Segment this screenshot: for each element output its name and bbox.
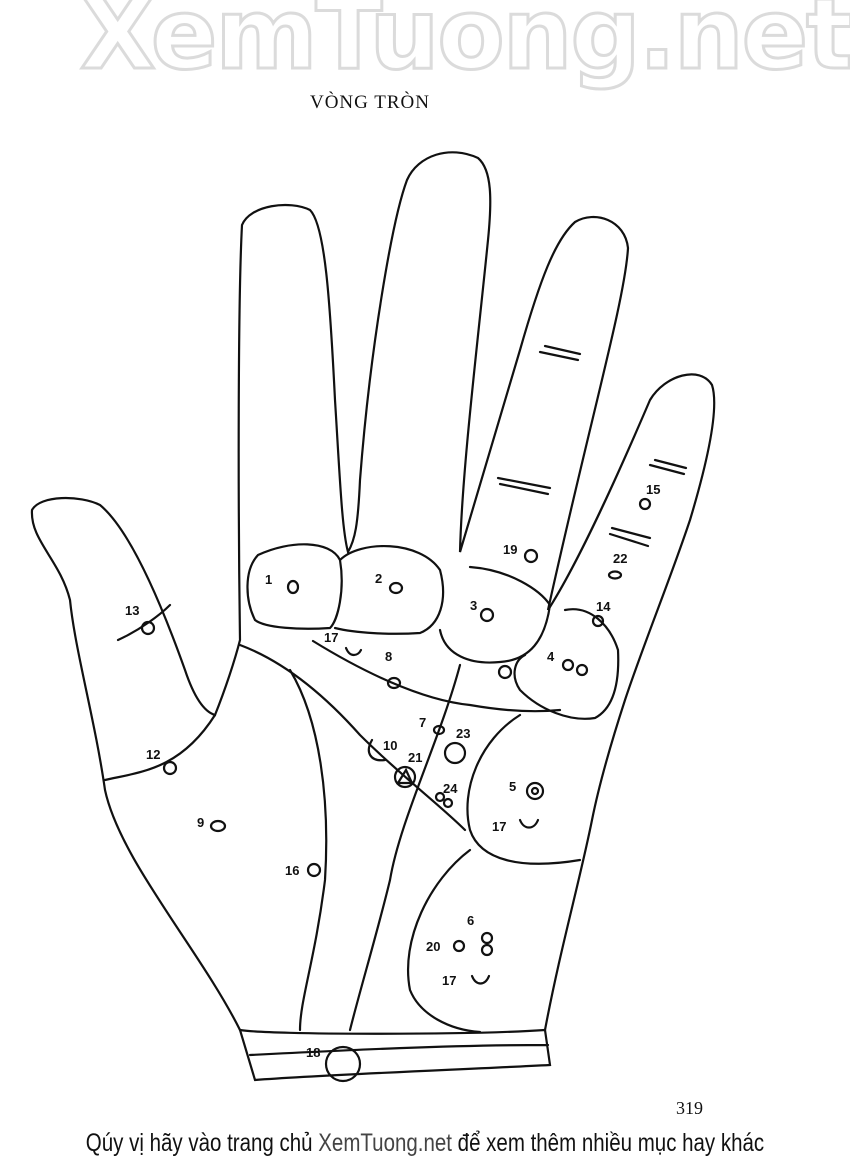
marker-label: 3 [470,598,477,613]
marker-label: 17 [324,630,338,645]
mount-mercury [513,608,620,720]
marker-label: 15 [646,482,660,497]
mount-saturn [333,545,445,635]
footer-after: để xem thêm nhiều mục hay khác [451,1129,765,1157]
marker-label: 12 [146,747,160,762]
marker-label: 6 [467,913,474,928]
fate-line [348,663,462,1032]
marker-label: 9 [197,815,204,830]
marker-label: 10 [383,738,397,753]
marker-label: 13 [125,603,139,618]
marker-label: 8 [385,649,392,664]
mount-moon [466,713,582,865]
marker-label: 23 [456,726,470,741]
marker-label: 24 [443,781,458,796]
wrist-band [238,1028,552,1082]
ring-crease [496,344,582,496]
life-line [288,668,328,1032]
diagram-title: VÒNG TRÒN [309,92,430,113]
marker-label: 20 [426,939,440,954]
pinky-crease [608,458,688,548]
line-thumb [103,713,217,782]
footer-before: Qúy vị hãy vào trang chủ [85,1129,319,1157]
marker-label: 19 [503,542,517,557]
marker-label: 5 [509,779,516,794]
marker-label: 17 [492,819,506,834]
hand-outline [30,151,716,1032]
marker-label: 18 [306,1045,320,1060]
marker-label: 4 [547,649,555,664]
marker-label: 2 [375,571,382,586]
mount-apollo [438,565,552,664]
marker-label: 22 [613,551,627,566]
marker-label: 1 [265,572,272,587]
mount-jupiter [246,543,343,630]
marker-label: 21 [408,750,422,765]
marker-label: 17 [442,973,456,988]
watermark: XemTuong.net [79,0,850,92]
marker-label: 14 [596,599,611,614]
head-line [238,643,467,832]
footer-site-link[interactable]: XemTuong.net [318,1129,452,1157]
mount-lower [407,848,482,1034]
marker-label: 7 [419,715,426,730]
page-number: 319 [676,1098,703,1118]
marker-circles [140,497,652,1083]
heart-line [311,639,562,713]
marker-label: 16 [285,863,299,878]
footer-text: Qúy vị hãy vào trang chủ XemTuong.net để… [77,1128,774,1158]
